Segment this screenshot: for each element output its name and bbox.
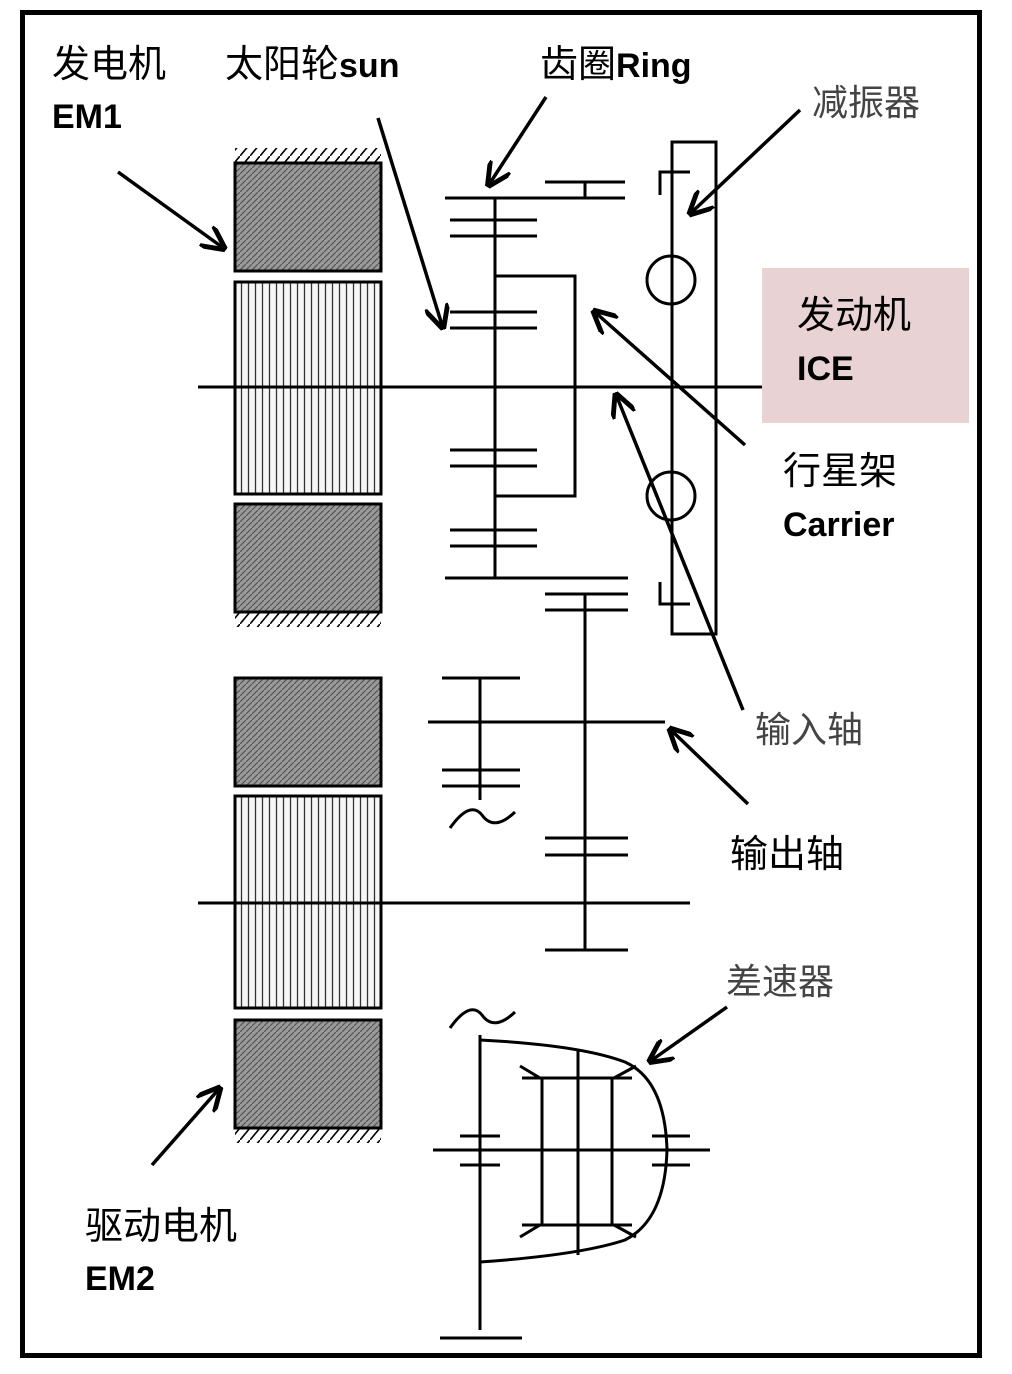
em2-stator-bottom [233,1018,383,1130]
arrow-input-shaft [617,397,745,711]
damper-spring-bottom [645,470,697,522]
label-generator-cn: 发电机 [52,42,167,86]
arrow-em1 [116,170,222,247]
em2-ground-bottom [235,1129,381,1143]
arrow-sun [376,117,442,325]
label-engine-cn: 发动机 [797,293,912,337]
label-drive-motor-en: EM2 [85,1260,155,1298]
label-sun: 太阳轮sun [225,45,399,83]
label-engine-en: ICE [797,350,854,388]
carrier-frame [495,274,577,498]
engine-highlight-box [762,268,969,423]
differential-case [479,1038,669,1264]
label-output-shaft: 输出轴 [730,832,845,876]
break-mark-top [448,808,517,829]
label-ring: 齿圈Ring [540,45,692,83]
arrow-output-shaft [672,731,750,806]
label-ring-cn: 齿圈 [540,42,617,86]
arrow-carrier [596,313,747,447]
callout-arrows [116,96,802,1167]
break-mark-bottom [448,1008,517,1029]
label-drive-motor-cn: 驱动电机 [85,1204,238,1248]
em2-stator-top [233,676,383,788]
differential [433,1008,710,1340]
em1-stator-top [233,161,383,273]
label-generator-en: EM1 [52,98,122,136]
label-carrier-cn: 行星架 [783,449,898,493]
em1-ground-top [235,148,381,162]
damper [645,140,718,636]
arrow-differential [652,1005,729,1060]
em2-drive-motor [233,676,383,1143]
em1-stator-bottom [233,502,383,614]
label-damper: 减振器 [812,83,921,124]
em1-ground-bottom [235,613,381,627]
label-sun-en: sun [339,47,400,85]
label-carrier-en: Carrier [783,506,895,544]
output-gears [442,676,520,829]
label-input-shaft: 输入轴 [755,710,864,751]
arrow-ring [490,96,548,183]
label-ring-en: Ring [616,47,692,85]
label-sun-cn: 太阳轮 [225,42,340,86]
planetary-gear-set [445,180,628,952]
label-differential: 差速器 [726,962,835,1003]
arrow-em2 [150,1090,218,1167]
damper-spring-top [645,254,697,306]
damper-housing [670,140,718,636]
shafts [198,385,762,905]
arrow-damper [692,108,802,212]
